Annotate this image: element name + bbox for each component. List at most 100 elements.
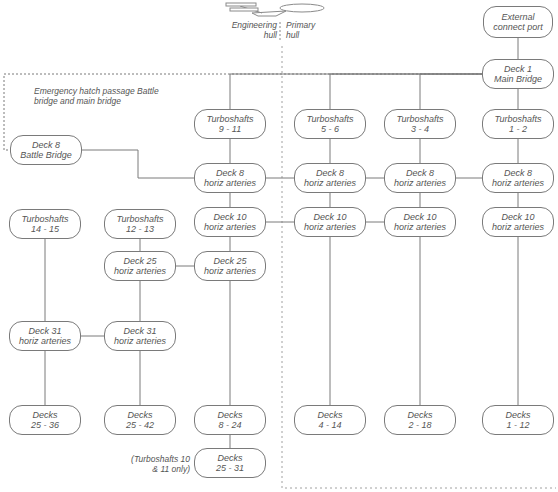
node-text: Turboshafts xyxy=(22,214,69,224)
turbolift-connector xyxy=(230,281,231,405)
turbolift-connector xyxy=(420,74,482,109)
node-text: Deck 31 xyxy=(123,326,156,336)
node-text: Turboshafts xyxy=(207,114,254,124)
turbolift-node: Deck 8horiz arteries xyxy=(384,163,456,193)
turbolift-connector xyxy=(266,222,294,223)
turbolift-connector xyxy=(420,237,421,405)
node-text: Deck 8 xyxy=(32,140,60,150)
node-text: horiz arteries xyxy=(492,222,544,232)
turbolift-connector xyxy=(140,239,141,251)
node-text: Deck 8 xyxy=(316,168,344,178)
node-text: External connect port xyxy=(488,12,548,32)
turbolift-connector xyxy=(330,139,331,163)
turbolift-connector xyxy=(230,435,231,448)
turbolift-node: Decks25 - 42 xyxy=(104,405,176,435)
turbolift-connector xyxy=(230,139,231,163)
node-text: Turboshafts xyxy=(117,214,164,224)
turbolift-connector xyxy=(230,237,231,251)
node-text: horiz arteries xyxy=(114,266,166,276)
turbolift-connector xyxy=(140,281,141,321)
node-text: horiz arteries xyxy=(304,178,356,188)
node-text: Turboshafts xyxy=(307,114,354,124)
node-text: Turboshafts xyxy=(495,114,542,124)
node-text: Decks xyxy=(317,410,342,420)
node-text: Deck 10 xyxy=(313,212,346,222)
node-text: Turboshafts xyxy=(397,114,444,124)
node-text: 2 - 18 xyxy=(408,420,431,430)
turbolift-node: Decks4 - 14 xyxy=(294,405,366,435)
node-text: Deck 1 xyxy=(504,64,532,74)
node-text: Battle Bridge xyxy=(20,150,72,160)
node-text: Decks xyxy=(127,410,152,420)
node-text: 25 - 42 xyxy=(126,420,154,430)
node-text: 1 - 2 xyxy=(509,124,527,134)
node-text: Decks xyxy=(505,410,530,420)
annotation-label: Engineering hull xyxy=(222,20,277,40)
node-text: 3 - 4 xyxy=(411,124,429,134)
turbolift-node: Deck 8horiz arteries xyxy=(294,163,366,193)
primary-hull-boundary xyxy=(282,46,556,488)
node-text: Main Bridge xyxy=(494,74,542,84)
node-text: 5 - 6 xyxy=(321,124,339,134)
node-text: Decks xyxy=(407,410,432,420)
turbolift-connector xyxy=(420,139,421,163)
turbolift-connector xyxy=(518,139,519,163)
turbolift-connector xyxy=(518,193,519,207)
node-text: Decks xyxy=(217,410,242,420)
turbolift-node: Decks8 - 24 xyxy=(194,405,266,435)
turbolift-node: Turboshafts1 - 2 xyxy=(482,109,554,139)
turbolift-connector xyxy=(366,178,384,179)
node-text: 12 - 13 xyxy=(126,224,154,234)
turbolift-connector xyxy=(518,237,519,405)
turbolift-node: Deck 25horiz arteries xyxy=(104,251,176,281)
turbolift-node: Turboshafts14 - 15 xyxy=(9,209,81,239)
turbolift-node: Deck 8horiz arteries xyxy=(194,163,266,193)
turbolift-connector xyxy=(140,351,141,405)
node-text: horiz arteries xyxy=(19,336,71,346)
node-text: horiz arteries xyxy=(204,222,256,232)
turbolift-connector xyxy=(456,178,482,179)
turbolift-connector xyxy=(518,38,519,59)
saucer-section xyxy=(280,4,324,12)
turbolift-node: Turboshafts12 - 13 xyxy=(104,209,176,239)
node-text: 4 - 14 xyxy=(318,420,341,430)
node-text: Deck 8 xyxy=(216,168,244,178)
turbolift-connector xyxy=(330,74,482,109)
annotation-label: (Turboshafts 10 & 11 only) xyxy=(126,454,190,474)
turbolift-node: Decks1 - 12 xyxy=(482,405,554,435)
turbolift-node: Deck 10horiz arteries xyxy=(294,207,366,237)
turbolift-connector xyxy=(266,178,294,179)
hull-divider xyxy=(280,22,281,40)
turbolift-connector xyxy=(518,89,519,109)
node-text: Deck 10 xyxy=(213,212,246,222)
turbolift-node: Turboshafts9 - 11 xyxy=(194,109,266,139)
warp-nacelle xyxy=(230,8,258,11)
node-text: 9 - 11 xyxy=(219,124,241,134)
turbolift-node: Deck 10horiz arteries xyxy=(482,207,554,237)
node-text: horiz arteries xyxy=(204,178,256,188)
turbolift-node: Turboshafts5 - 6 xyxy=(294,109,366,139)
node-text: Deck 10 xyxy=(501,212,534,222)
warp-nacelle xyxy=(226,3,256,6)
node-text: Deck 25 xyxy=(213,256,246,266)
turbolift-node: Deck 31horiz arteries xyxy=(104,321,176,351)
turbolift-connector xyxy=(45,239,46,321)
node-text: horiz arteries xyxy=(304,222,356,232)
node-text: 14 - 15 xyxy=(31,224,59,234)
node-text: Deck 10 xyxy=(403,212,436,222)
starship-illustration xyxy=(226,3,324,16)
turbolift-node: Deck 31horiz arteries xyxy=(9,321,81,351)
turbolift-connector xyxy=(176,266,194,267)
turbolift-node: External connect port xyxy=(483,6,553,38)
turbolift-connector xyxy=(230,74,482,109)
turbolift-node: Turboshafts3 - 4 xyxy=(384,109,456,139)
annotation-label: Emergency hatch passage Battle bridge an… xyxy=(34,86,184,106)
node-text: horiz arteries xyxy=(492,178,544,188)
turbolift-connector xyxy=(230,193,231,207)
node-text: Deck 8 xyxy=(406,168,434,178)
turbolift-connector xyxy=(330,193,331,207)
node-text: Deck 31 xyxy=(28,326,61,336)
turbolift-node: Deck 8horiz arteries xyxy=(482,163,554,193)
